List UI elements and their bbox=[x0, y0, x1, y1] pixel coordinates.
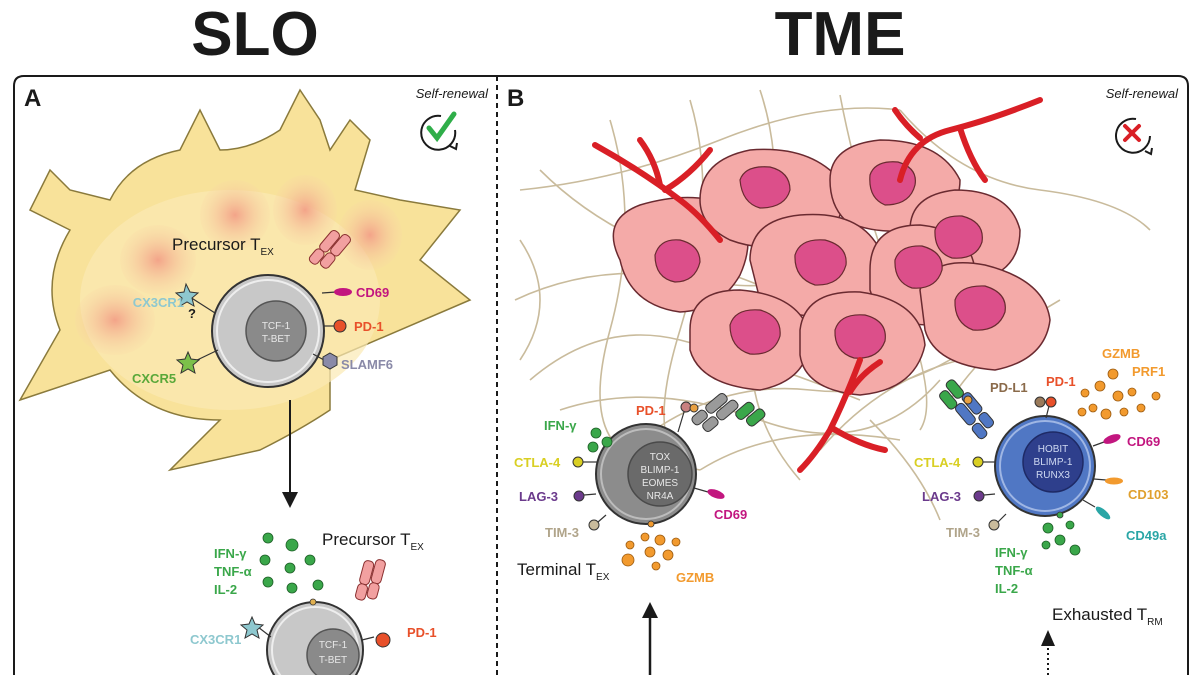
precursor-top-cd69-label: CD69 bbox=[356, 285, 389, 300]
trm-granule-dots bbox=[1077, 368, 1161, 420]
lag3-receptor-icon bbox=[573, 490, 585, 502]
precursor-bottom-cytokine-3: IL-2 bbox=[214, 582, 237, 597]
panel-b-letter: B bbox=[507, 85, 524, 112]
blood-vessel-right bbox=[892, 97, 1043, 183]
cx3cr1-receptor-icon bbox=[174, 282, 200, 308]
precursor-tex-cell-bottom: TCF-1 T-BET bbox=[266, 601, 364, 680]
precursor-top-cx3cr1-label: CX3CR1 bbox=[133, 295, 184, 310]
arrow-down-icon bbox=[282, 492, 298, 508]
terminal-pd1-label: PD-1 bbox=[636, 403, 666, 418]
trm-cd103-label: CD103 bbox=[1128, 487, 1168, 502]
panel-b-self-renewal: Self-renewal bbox=[1106, 86, 1179, 101]
cd69-receptor-icon bbox=[334, 288, 352, 296]
trm-tcr-receptor-icon bbox=[939, 379, 995, 440]
precursor-bottom-cytokine-2: TNF-α bbox=[214, 564, 252, 579]
terminal-tcr-receptor-icon bbox=[691, 392, 766, 432]
panel-a-frame bbox=[13, 75, 497, 675]
precursor-top-cxcr5-label: CXCR5 bbox=[132, 371, 176, 386]
panel-b-frame bbox=[497, 75, 1189, 675]
precursor-top-slamf6-label: SLAMF6 bbox=[341, 357, 393, 372]
panel-a-letter: A bbox=[24, 85, 41, 112]
terminal-cd69-receptor-icon bbox=[707, 489, 725, 499]
trm-tim3-receptor-icon bbox=[988, 519, 1000, 531]
trm-lag3-label: LAG-3 bbox=[922, 489, 961, 504]
trm-cytokine-3: IL-2 bbox=[995, 581, 1018, 596]
precursor-top-nucleus-1: TCF-1 bbox=[262, 321, 291, 332]
tim3-receptor-icon bbox=[588, 519, 600, 531]
precursor-bottom-nucleus-2: T-BET bbox=[319, 655, 347, 666]
trm-tim3-label: TIM-3 bbox=[946, 525, 980, 540]
self-renewal-check-icon bbox=[420, 111, 458, 151]
blood-vessel-bottom bbox=[797, 357, 888, 473]
trm-nucleus-1: HOBIT bbox=[1038, 444, 1069, 455]
exhausted-trm-cell: HOBIT BLIMP-1 RUNX3 bbox=[994, 415, 1096, 517]
terminal-lag3-label: LAG-3 bbox=[519, 489, 558, 504]
tumor-cell-cluster bbox=[612, 139, 1051, 396]
trm-cd49a-label: CD49a bbox=[1126, 528, 1167, 543]
precursor-bottom-cx3cr1-label: CX3CR1 bbox=[190, 632, 241, 647]
terminal-ctla4-label: CTLA-4 bbox=[514, 455, 561, 470]
terminal-ifng-dots bbox=[587, 427, 613, 453]
trm-ctla4-label: CTLA-4 bbox=[914, 455, 961, 470]
precursor-bottom-nucleus-1: TCF-1 bbox=[319, 640, 348, 651]
cxcr5-receptor-icon bbox=[175, 350, 201, 375]
pd1-receptor-bottom-icon bbox=[375, 632, 391, 648]
tcr-receptor-bottom-icon bbox=[354, 555, 387, 605]
trm-gzmb-label: GZMB bbox=[1102, 346, 1140, 361]
terminal-nucleus-2: BLIMP-1 bbox=[641, 465, 680, 476]
arrow-up-icon bbox=[642, 602, 658, 618]
terminal-tex-cell: TOX BLIMP-1 EOMES NR4A bbox=[595, 423, 697, 525]
terminal-title: Terminal TEX bbox=[517, 560, 610, 583]
pdl1-receptor-icon bbox=[1034, 396, 1046, 408]
trm-pdl1-label: PD-L1 bbox=[990, 380, 1028, 395]
terminal-ifng-label: IFN-γ bbox=[544, 418, 577, 433]
trm-cd69-label: CD69 bbox=[1127, 434, 1160, 449]
trm-cytokine-dots bbox=[1041, 520, 1081, 556]
trm-cd69-receptor-icon bbox=[1103, 434, 1121, 444]
cd103-receptor-icon bbox=[1105, 477, 1123, 485]
trm-cytokine-1: IFN-γ bbox=[995, 545, 1028, 560]
cx3cr1-receptor-bottom-icon bbox=[239, 615, 265, 640]
header-slo: SLO bbox=[191, 0, 318, 69]
ctla4-receptor-icon bbox=[572, 456, 584, 468]
trm-pd1-receptor-icon bbox=[1045, 396, 1057, 408]
header-tme: TME bbox=[775, 0, 906, 69]
trm-lag3-receptor-icon bbox=[973, 490, 985, 502]
arrow-up-dotted-icon bbox=[1041, 630, 1055, 646]
precursor-tex-cell-top: TCF-1 T-BET bbox=[211, 274, 325, 388]
slamf6-receptor-icon bbox=[322, 352, 338, 370]
self-renewal-cross-icon bbox=[1115, 117, 1153, 156]
precursor-bottom-title: Precursor TEX bbox=[322, 530, 424, 553]
terminal-nucleus-3: EOMES bbox=[642, 478, 678, 489]
trm-ctla4-receptor-icon bbox=[972, 456, 984, 468]
precursor-top-title: Precursor TEX bbox=[172, 235, 274, 258]
trm-cytokine-2: TNF-α bbox=[995, 563, 1033, 578]
precursor-top-pd1-label: PD-1 bbox=[354, 319, 384, 334]
terminal-gzmb-label: GZMB bbox=[676, 570, 714, 585]
precursor-bottom-cytokine-1: IFN-γ bbox=[214, 546, 247, 561]
cd49a-receptor-icon bbox=[1095, 506, 1111, 520]
precursor-top-nucleus-2: T-BET bbox=[262, 334, 290, 345]
terminal-gzmb-dots bbox=[621, 532, 681, 571]
terminal-cd69-label: CD69 bbox=[714, 507, 747, 522]
cytokine-dots-bottom bbox=[259, 532, 324, 594]
panel-a-self-renewal: Self-renewal bbox=[416, 86, 489, 101]
precursor-bottom-pd1-label: PD-1 bbox=[407, 625, 437, 640]
trm-nucleus-3: RUNX3 bbox=[1036, 470, 1070, 481]
trm-title: Exhausted TRM bbox=[1052, 605, 1163, 628]
terminal-tim3-label: TIM-3 bbox=[545, 525, 579, 540]
terminal-nucleus-1: TOX bbox=[650, 452, 671, 463]
trm-prf1-label: PRF1 bbox=[1132, 364, 1165, 379]
terminal-pd1-receptor-icon bbox=[680, 401, 692, 413]
trm-pd1-label: PD-1 bbox=[1046, 374, 1076, 389]
pd1-receptor-icon bbox=[333, 319, 347, 333]
question-mark: ? bbox=[188, 306, 196, 321]
terminal-nucleus-4: NR4A bbox=[647, 491, 674, 502]
trm-nucleus-2: BLIMP-1 bbox=[1034, 457, 1073, 468]
blood-vessel-left bbox=[592, 137, 723, 243]
